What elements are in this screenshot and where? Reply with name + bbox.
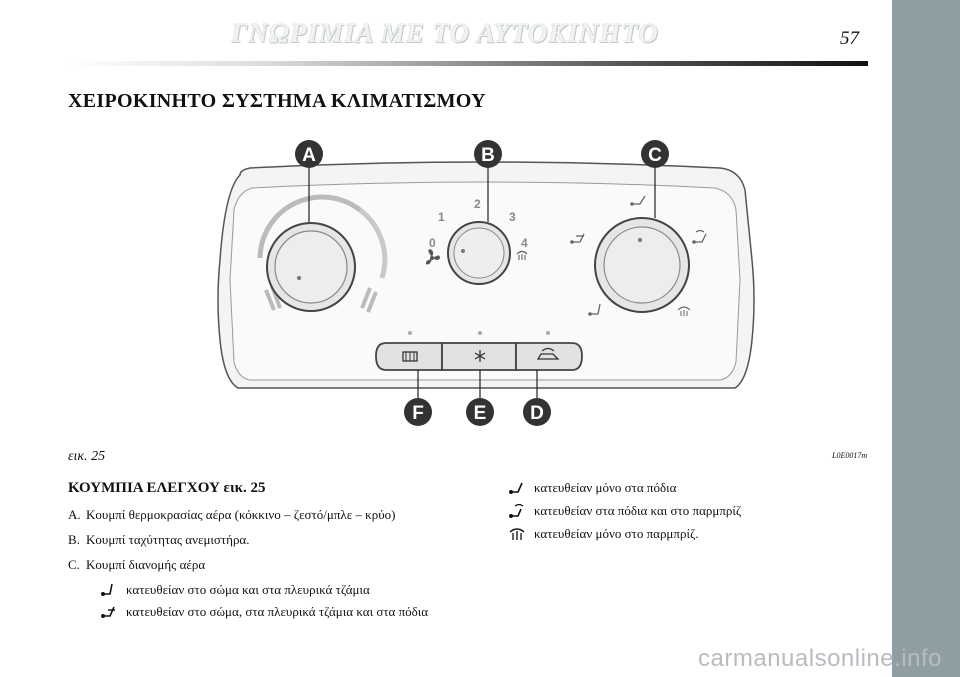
callout-c: C [641, 140, 669, 168]
vent-face-feet-icon [101, 606, 115, 618]
control-item-b: B.Κουμπί ταχύτητας ανεμιστήρα. [68, 532, 250, 547]
callout-d: D [523, 398, 551, 426]
dist-option-face-feet: κατευθείαν στο σώμα, στα πλευρικά τζάμια… [100, 604, 468, 620]
vent-feet-icon [509, 482, 523, 494]
fan-speed-2-label: 2 [474, 197, 481, 211]
control-item-a: A.Κουμπί θερμοκρασίας αέρα (κόκκινο – ζε… [68, 507, 396, 522]
fan-speed-4-label: 4 [521, 236, 528, 250]
controls-title: ΚΟΥΜΠΙΑ ΕΛΕΓΧΟΥ εικ. 25 [68, 480, 266, 496]
dist-option-feet: κατευθείαν μόνο στα πόδια [508, 480, 868, 496]
header-rule [68, 61, 868, 66]
dist-face-icon [588, 303, 601, 316]
svg-text:A: A [302, 145, 316, 166]
watermark: carmanualsonline.info [698, 645, 942, 672]
fan-speed-knob[interactable] [447, 221, 511, 285]
vent-face-icon [101, 583, 113, 596]
svg-text:C: C [648, 145, 662, 166]
side-tab [892, 0, 960, 677]
callout-a: A [295, 140, 323, 168]
svg-text:B: B [481, 145, 495, 166]
controls-right-column: κατευθείαν μόνο στα πόδια κατευθείαν στα… [508, 480, 868, 549]
dist-option-windscreen: κατευθείαν μόνο στο παρμπρίζ. [508, 526, 868, 542]
control-item-c: C.Κουμπί διανομής αέρα [68, 557, 206, 572]
figure-code: L0E0017m [832, 451, 868, 460]
dist-option-feet-windscreen: κατευθείαν στα πόδια και στο παρμπρίζ [508, 503, 868, 519]
dist-feet-icon [630, 195, 646, 206]
snowflake-icon [474, 350, 486, 362]
dist-feet-windscreen-icon [692, 229, 707, 244]
page-header-title: ΓΝΩΡΙΜΙΑ ΜΕ ΤΟ ΑΥΤΟΚΙΝΗΤΟ [231, 18, 659, 48]
figure-caption: εικ. 25 [68, 449, 106, 464]
svg-text:F: F [412, 403, 424, 424]
dist-face-feet-icon [570, 233, 585, 244]
svg-text:E: E [474, 403, 487, 424]
page-number: 57 [840, 28, 859, 49]
fan-speed-3-label: 3 [509, 210, 516, 224]
climate-panel-illustration: 0 1 2 3 4 [217, 140, 755, 426]
callout-b: B [474, 140, 502, 168]
dist-option-face: κατευθείαν στο σώμα και στα πλευρικά τζά… [100, 582, 468, 598]
climate-control-figure: 0 1 2 3 4 [200, 130, 770, 435]
fan-speed-1-label: 1 [438, 210, 445, 224]
dist-windscreen-icon [677, 306, 691, 316]
air-distribution-knob[interactable] [594, 217, 690, 313]
air-recirculation-button[interactable] [515, 342, 583, 371]
callout-f: F [404, 398, 432, 426]
defrost-small-icon [516, 250, 528, 260]
rear-window-defrost-button[interactable] [375, 342, 443, 371]
svg-text:D: D [530, 403, 544, 424]
vent-feet-windscreen-icon [509, 503, 524, 518]
air-conditioning-button[interactable] [441, 342, 517, 371]
windscreen-defrost-icon [509, 528, 525, 540]
temperature-knob[interactable] [257, 194, 388, 313]
fan-speed-0-label: 0 [429, 236, 436, 250]
section-title: ΧΕΙΡΟΚΙΝΗΤΟ ΣΥΣΤΗΜΑ ΚΛΙΜΑΤΙΣΜΟΥ [68, 90, 486, 112]
callout-e: E [466, 398, 494, 426]
recirculation-icon [536, 347, 560, 360]
fan-icon [425, 249, 440, 265]
controls-left-column: ΚΟΥΜΠΙΑ ΕΛΕΓΧΟΥ εικ. 25 A.Κουμπί θερμοκρ… [68, 480, 468, 626]
